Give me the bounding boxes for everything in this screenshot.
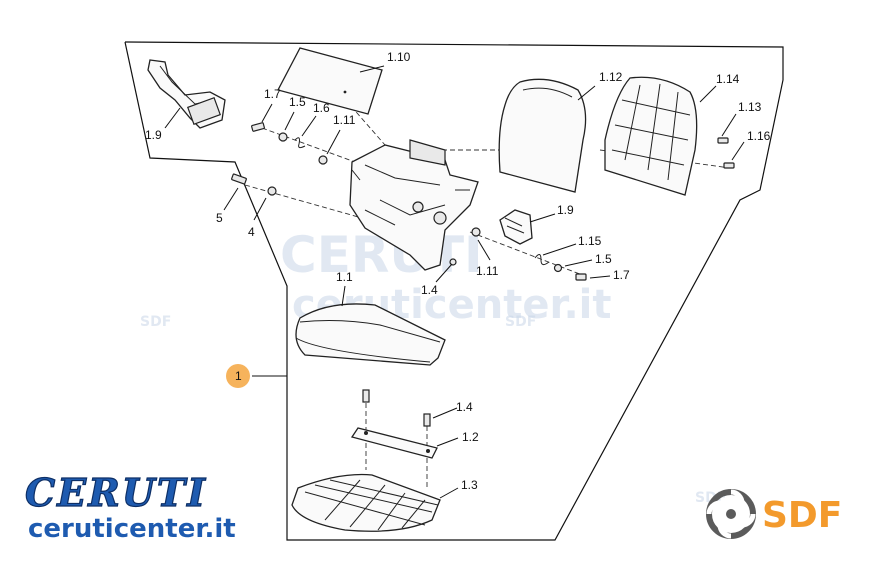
part-1-10-plate: [277, 47, 383, 115]
ceruti-logo: CERUTI ceruticenter.it: [24, 469, 236, 544]
label-1-6: 1.6: [313, 101, 330, 115]
callout-label: 1: [235, 369, 242, 383]
callout-1[interactable]: 1: [226, 364, 250, 388]
part-1-12-cushion: [498, 78, 587, 193]
label-1-14: 1.14: [716, 72, 740, 86]
ceruti-url: ceruticenter.it: [28, 514, 236, 544]
sdf-logo-text: SDF: [762, 495, 842, 536]
part-1-3-seat-frame: [291, 473, 441, 532]
sdf-logo: SDF: [706, 489, 842, 539]
label-1-15: 1.15: [578, 234, 602, 248]
part-1-2-strip: [350, 389, 438, 459]
label-1-7-lower: 1.7: [613, 268, 630, 282]
sdf-swirl-icon: [706, 489, 756, 539]
label-1-9-top: 1.9: [145, 128, 162, 142]
part-1-14-frame: [604, 76, 698, 196]
part-1-1-seat: [295, 303, 446, 366]
callout-circle: [226, 364, 250, 388]
label-1-2: 1.2: [462, 430, 479, 444]
label-1-16: 1.16: [747, 129, 771, 143]
label-1-5-lower: 1.5: [595, 252, 612, 266]
fasteners: [231, 122, 735, 281]
label-1-4-upper: 1.4: [421, 283, 438, 297]
label-4: 4: [248, 225, 255, 239]
label-1-12: 1.12: [599, 70, 623, 84]
label-1-4-lower: 1.4: [456, 400, 473, 414]
label-1-11-top: 1.11: [333, 113, 356, 127]
label-1-11-lower: 1.11: [476, 264, 499, 278]
label-1-7-top: 1.7: [264, 87, 281, 101]
label-1-3: 1.3: [461, 478, 478, 492]
assembly-boundary: [124, 41, 784, 541]
part-1-9-bracket: [147, 59, 226, 129]
label-1-13: 1.13: [738, 100, 762, 114]
label-1-9-lower: 1.9: [557, 203, 574, 217]
label-1-5-top: 1.5: [289, 95, 306, 109]
label-5: 5: [216, 211, 223, 225]
watermark-sdf-2: SDF: [505, 314, 536, 330]
label-1-10: 1.10: [387, 50, 411, 64]
label-1-1: 1.1: [336, 270, 353, 284]
watermark-sdf-1: SDF: [140, 314, 171, 330]
ceruti-logo-text: CERUTI: [25, 470, 207, 515]
part-center-bracket: [349, 139, 479, 271]
part-1-9-lower-bracket: [499, 209, 533, 245]
part-labels: 1.10 1.7 1.5 1.6 1.11 1.9 1.12 1.14 1.13…: [145, 50, 771, 492]
leader-lines: [164, 65, 745, 499]
